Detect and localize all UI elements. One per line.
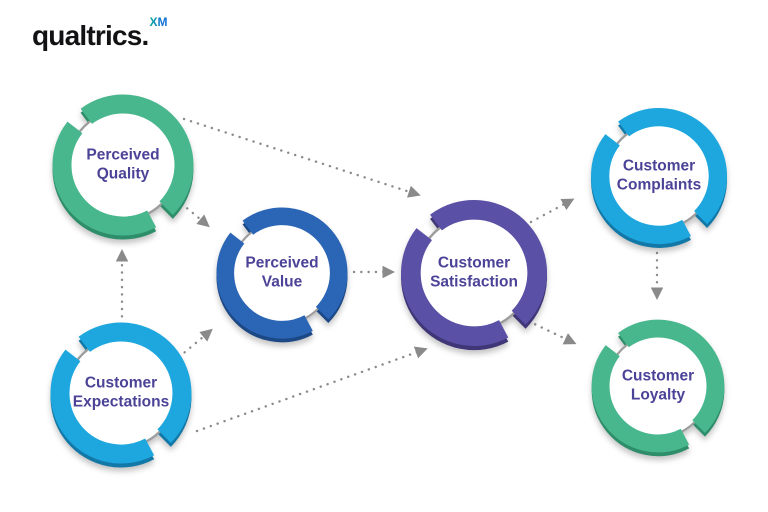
ring-customer-expectations [50,322,192,468]
qualtrics-logo: qualtrics.XM [32,16,167,51]
arrow-customer-expectations-to-customer-satisfaction [195,346,428,433]
logo-xm-badge: XM [149,14,168,29]
arrow-customer-satisfaction-to-customer-complaints [529,198,575,224]
arrow-customer-expectations-to-perceived-value [177,328,213,359]
ring-customer-satisfaction [401,199,547,351]
ring-customer-loyalty [591,319,725,457]
logo-wordmark: qualtrics. [32,20,149,51]
ring-customer-complaints [591,107,727,248]
ring-perceived-quality [52,94,194,240]
ring-perceived-value [216,207,348,343]
arrow-perceived-quality-to-customer-satisfaction [182,117,421,198]
